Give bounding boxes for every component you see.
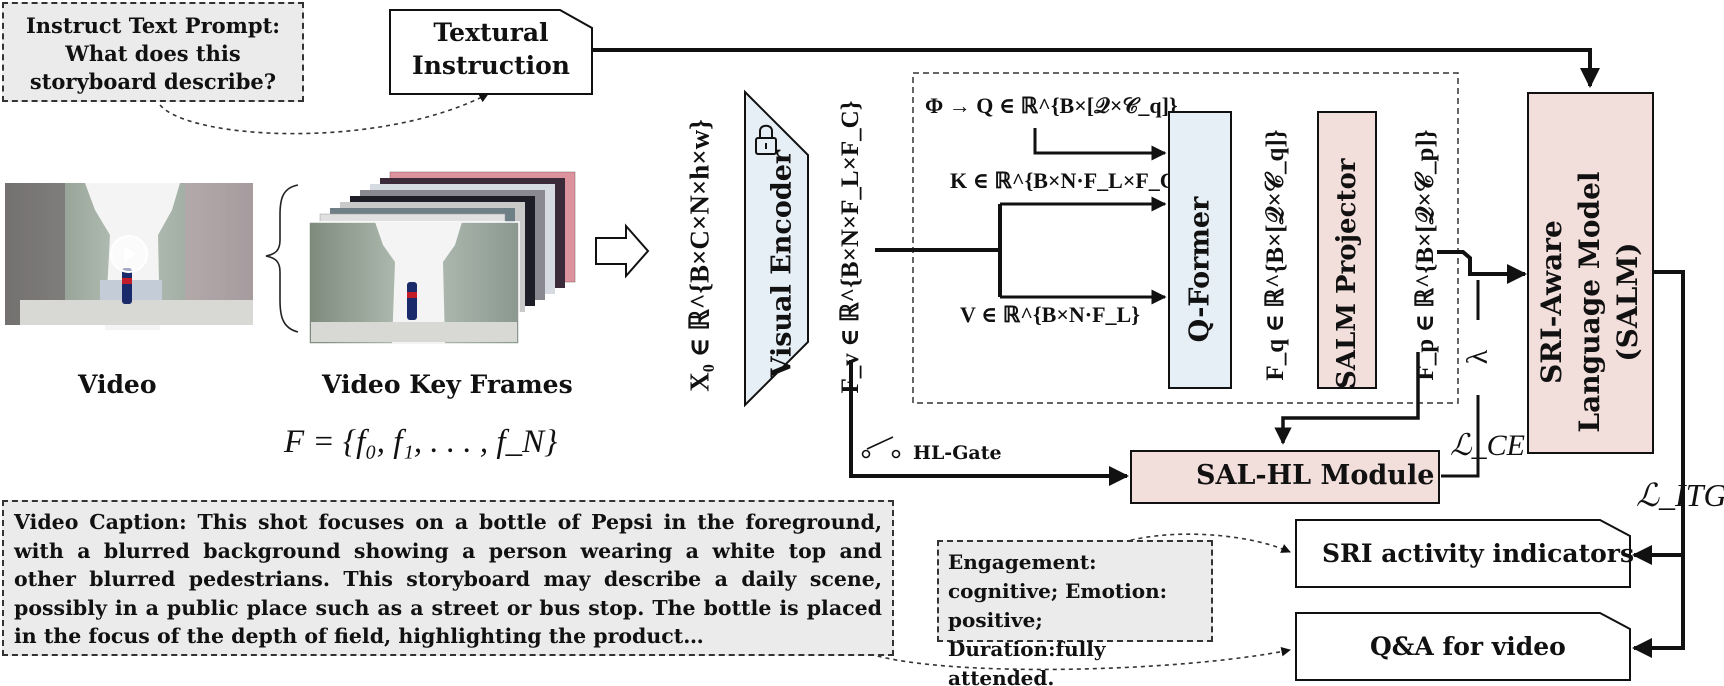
lce-label: ℒ_CE [1450, 429, 1525, 462]
frames-formula: F = {f₀, f₁, . . . , f_N} [284, 424, 558, 460]
caption-to-qa-arrow [869, 646, 1291, 671]
q-former-box [1168, 111, 1232, 389]
video-caption-text: Video Caption: This shot focuses on a bo… [14, 510, 882, 648]
brace [265, 184, 299, 333]
switch-icon [861, 436, 901, 459]
salm-projector-label: SALM Projector [1332, 158, 1362, 389]
visual-encoder-shape [744, 89, 809, 408]
sal-hl-label: SAL-HL Module [1196, 460, 1435, 491]
sri-labels-text: Engagement: cognitive; Emotion: positive… [948, 550, 1168, 686]
fv-formula: F_v ∈ ℝ^{B×N×F_L×F_C} [837, 100, 864, 394]
fv-to-salhl-arrow [849, 360, 1129, 486]
visual-encoder-label: Visual Encoder [766, 149, 798, 378]
sri-indicators-shape [1295, 519, 1631, 588]
video-thumbnail [5, 183, 253, 330]
hollow-arrow [595, 223, 650, 279]
lock-icon [755, 124, 777, 155]
litg-label: ℒ_ITG [1636, 477, 1724, 513]
prompt-to-instruction-arrow [159, 93, 489, 135]
lambda-label: λ [1461, 349, 1494, 365]
salm-box [1527, 92, 1654, 454]
key-frames-stack [308, 171, 576, 345]
q-arrow [1033, 128, 1167, 161]
sri-indicators-label: SRI activity indicators [1322, 539, 1635, 568]
instruct-prompt-text: Instruct Text Prompt: What does this sto… [25, 13, 281, 94]
salm-label: SRI-Aware Language Model (SALM) [1535, 171, 1644, 433]
instruct-prompt-box: Instruct Text Prompt: What does this sto… [2, 2, 304, 102]
instruction-to-salm-arrow [592, 48, 1600, 88]
v-formula: V ∈ ℝ^{B×N·F_L} [960, 302, 1140, 327]
fp-formula: F_p ∈ ℝ^{B×[𝒬×𝒞_p]} [1412, 129, 1439, 381]
video-label: Video [78, 370, 157, 399]
hl-gate-label: HL-Gate [913, 442, 1002, 464]
qa-video-label: Q&A for video [1370, 632, 1566, 661]
sal-hl-box [1130, 450, 1440, 504]
fp-to-salhl-arrow [1274, 352, 1420, 445]
key-frames-label: Video Key Frames [322, 370, 573, 399]
fq-formula: F_q ∈ ℝ^{B×[𝒬×𝒞_q]} [1262, 129, 1289, 381]
phi-formula: Φ → Q ∈ ℝ^{B×[𝒬×𝒞_q]} [925, 93, 1178, 118]
q-former-label: Q-Former [1184, 196, 1216, 343]
video-caption-box: Video Caption: This shot focuses on a bo… [2, 500, 894, 656]
textural-instruction-label: Textural Instruction [412, 18, 570, 80]
k-formula: K ∈ ℝ^{B×N·F_L×F_C} [950, 168, 1185, 193]
textural-instruction-shape [389, 9, 593, 95]
sri-labels-box: Engagement: cognitive; Emotion: positive… [937, 540, 1213, 686]
qa-video-shape [1295, 612, 1631, 681]
x0-formula: X₀ ∈ ℝ^{B×C×N×h×w} [684, 119, 715, 392]
salm-projector-box [1317, 111, 1377, 389]
salm-to-qa-arrow [1632, 270, 1685, 658]
qformer-group-frame [912, 72, 1459, 404]
fp-to-salm-arrow [1437, 250, 1527, 284]
